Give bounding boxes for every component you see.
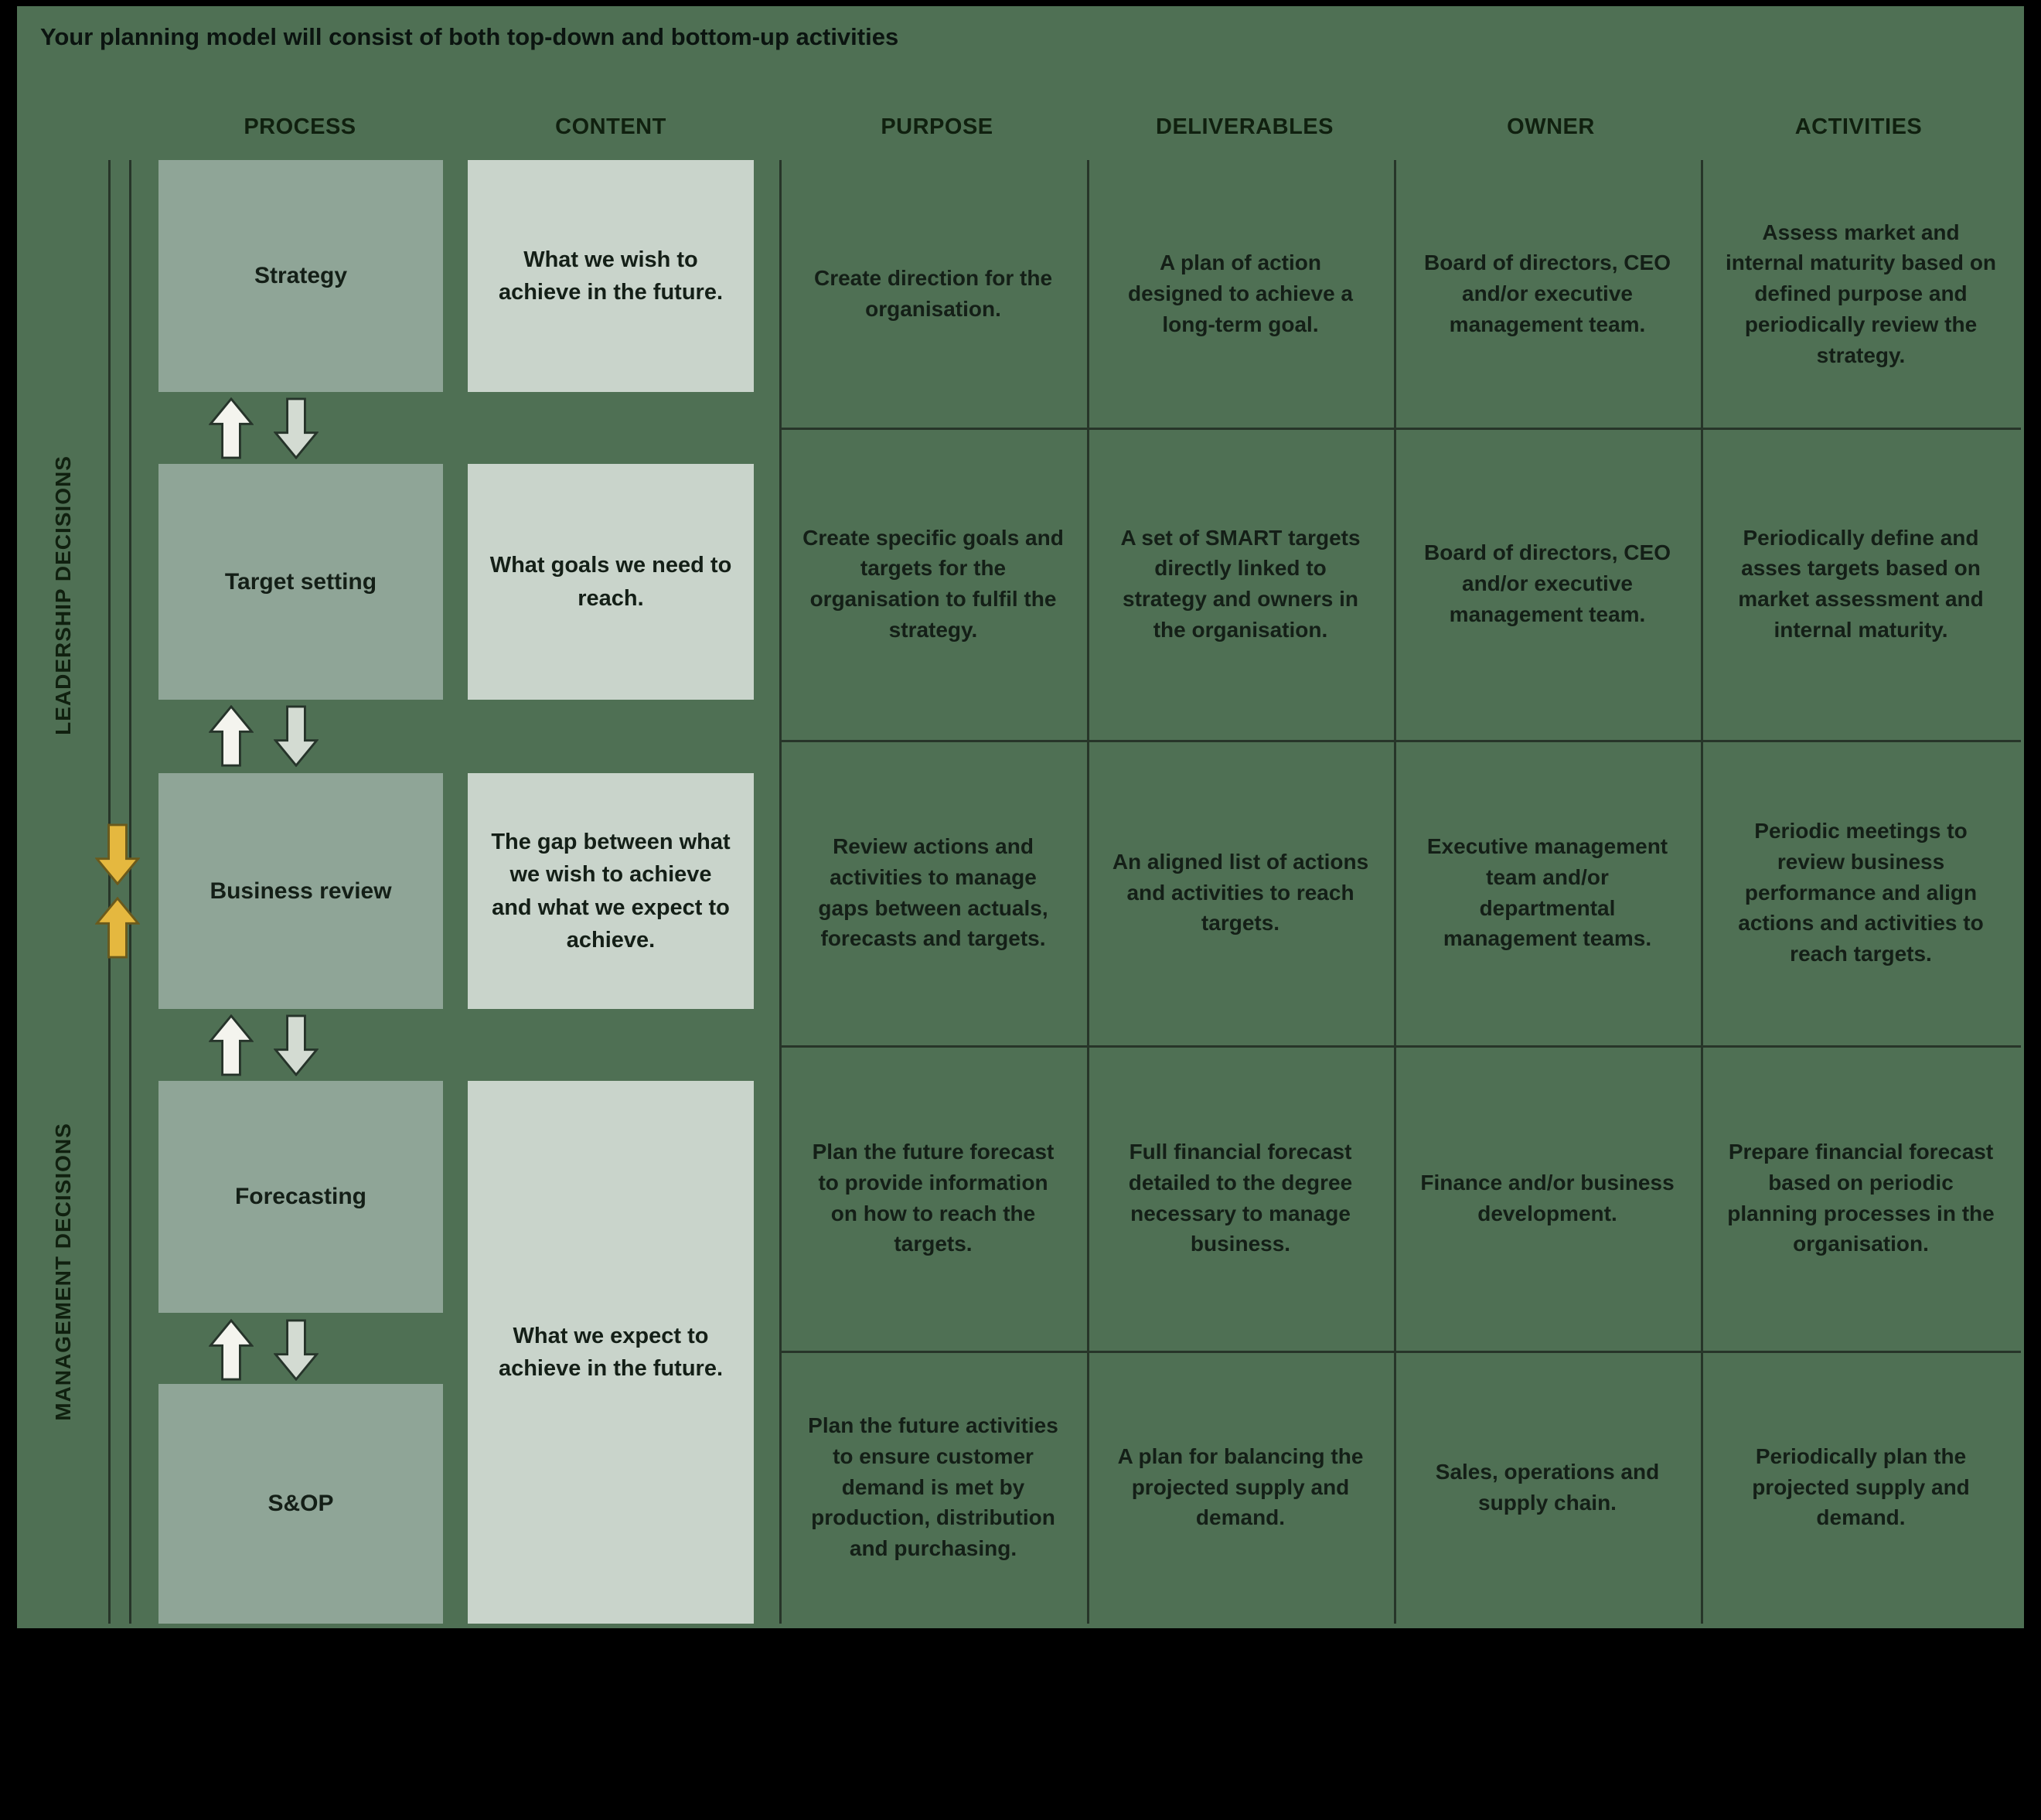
process-box-sandop: S&OP xyxy=(158,1384,443,1624)
process-box-target-setting: Target setting xyxy=(158,464,443,700)
up-arrow-icon xyxy=(209,705,254,767)
cell-text: Finance and/or business development. xyxy=(1420,1170,1675,1225)
arrow-pair-strategy-target xyxy=(209,397,319,459)
down-arrow-icon xyxy=(274,397,319,459)
table-vertical-line xyxy=(1394,160,1396,1624)
down-arrow-icon xyxy=(274,1319,319,1381)
cell-activities: Periodically plan the projected supply a… xyxy=(1701,1351,2021,1624)
up-arrow-icon xyxy=(209,1014,254,1076)
content-text: What we expect to achieve in the future. xyxy=(498,1323,724,1381)
flow-rail-line-right xyxy=(129,160,131,1624)
cell-text: Periodically plan the projected supply a… xyxy=(1752,1443,1970,1530)
content-box-target-setting: What goals we need to reach. xyxy=(468,464,754,700)
cell-purpose: Review actions and activities to manage … xyxy=(779,740,1087,1045)
cell-text: Board of directors, CEO and/or executive… xyxy=(1424,251,1671,336)
cell-text: Create specific goals and targets for th… xyxy=(802,525,1064,642)
cell-text: Full financial forecast detailed to the … xyxy=(1128,1140,1353,1256)
cell-text: Plan the future forecast to provide info… xyxy=(812,1140,1055,1256)
cell-activities: Assess market and internal maturity base… xyxy=(1701,160,2021,428)
cell-text: A set of SMART targets directly linked t… xyxy=(1120,525,1361,642)
content-text: What we wish to achieve in the future. xyxy=(498,247,724,305)
cell-deliverables: A plan of action designed to achieve a l… xyxy=(1087,160,1394,428)
cell-text: A plan of action designed to achieve a l… xyxy=(1128,251,1353,336)
column-header-process: PROCESS xyxy=(244,114,356,139)
cell-text: Periodically define and asses targets ba… xyxy=(1738,525,1984,642)
column-header-content: CONTENT xyxy=(555,114,666,139)
column-header-activities: ACTIVITIES xyxy=(1794,114,1923,139)
cell-owner: Sales, operations and supply chain. xyxy=(1394,1351,1701,1624)
content-box-shared-forecast-sandop: What we expect to achieve in the future. xyxy=(468,1081,754,1624)
cell-text: Assess market and internal maturity base… xyxy=(1725,220,1997,367)
table-vertical-line xyxy=(1701,160,1703,1624)
process-label: S&OP xyxy=(267,1491,334,1516)
cell-text: Create direction for the organisation. xyxy=(813,266,1053,321)
planning-model-panel: Your planning model will consist of both… xyxy=(17,6,2024,1628)
cell-deliverables: A plan for balancing the projected suppl… xyxy=(1087,1351,1394,1624)
cell-text: Periodic meetings to review business per… xyxy=(1738,819,1984,966)
down-arrow-icon xyxy=(274,705,319,767)
up-arrow-icon xyxy=(209,397,254,459)
process-box-business-review: Business review xyxy=(158,773,443,1009)
cell-text: Plan the future activities to ensure cus… xyxy=(808,1413,1058,1561)
arrow-pair-review-forecasting xyxy=(209,1014,319,1076)
column-header-owner: OWNER xyxy=(1507,114,1595,139)
management-decisions-label: MANAGEMENT DECISIONS xyxy=(51,1123,75,1421)
yellow-down-arrow-icon xyxy=(95,823,140,885)
content-text: The gap between what we wish to achieve … xyxy=(491,830,731,953)
process-label: Target setting xyxy=(224,568,377,595)
cell-text: An aligned list of actions and activitie… xyxy=(1112,849,1369,936)
down-arrow-icon xyxy=(274,1014,319,1076)
up-arrow-icon xyxy=(209,1319,254,1381)
cell-purpose: Create specific goals and targets for th… xyxy=(779,428,1087,740)
table-vertical-line xyxy=(1087,160,1089,1624)
cell-deliverables: An aligned list of actions and activitie… xyxy=(1087,740,1394,1045)
cell-purpose: Plan the future activities to ensure cus… xyxy=(779,1351,1087,1624)
cell-deliverables: Full financial forecast detailed to the … xyxy=(1087,1045,1394,1351)
column-header-purpose: PURPOSE xyxy=(881,114,993,139)
arrow-pair-target-review xyxy=(209,705,319,767)
cell-text: Sales, operations and supply chain. xyxy=(1435,1459,1660,1515)
cell-owner: Board of directors, CEO and/or executive… xyxy=(1394,160,1701,428)
process-label: Business review xyxy=(210,878,392,904)
cell-deliverables: A set of SMART targets directly linked t… xyxy=(1087,428,1394,740)
process-label: Strategy xyxy=(254,263,348,288)
content-text: What goals we need to reach. xyxy=(489,553,732,611)
process-label: Forecasting xyxy=(234,1184,367,1209)
cell-purpose: Plan the future forecast to provide info… xyxy=(779,1045,1087,1351)
content-box-business-review: The gap between what we wish to achieve … xyxy=(468,773,754,1009)
cell-purpose: Create direction for the organisation. xyxy=(779,160,1087,428)
table-horizontal-line xyxy=(779,1351,2021,1353)
leadership-decisions-label: LEADERSHIP DECISIONS xyxy=(51,455,75,735)
flow-rail-line-left xyxy=(108,160,111,1624)
process-box-strategy: Strategy xyxy=(158,160,443,392)
yellow-up-arrow-icon xyxy=(95,897,140,959)
process-box-forecasting: Forecasting xyxy=(158,1081,443,1313)
arrow-pair-forecasting-sandop xyxy=(209,1319,319,1381)
cell-activities: Periodically define and asses targets ba… xyxy=(1701,428,2021,740)
table-horizontal-line xyxy=(779,428,2021,430)
page-title: Your planning model will consist of both… xyxy=(40,23,899,50)
cell-text: A plan for balancing the projected suppl… xyxy=(1117,1443,1364,1530)
cell-text: Review actions and activities to manage … xyxy=(818,834,1048,951)
table-horizontal-line xyxy=(779,740,2021,742)
table-horizontal-line xyxy=(779,1045,2021,1048)
cell-owner: Board of directors, CEO and/or executive… xyxy=(1394,428,1701,740)
cell-owner: Finance and/or business development. xyxy=(1394,1045,1701,1351)
cell-owner: Executive management team and/or departm… xyxy=(1394,740,1701,1045)
content-box-strategy: What we wish to achieve in the future. xyxy=(468,160,754,392)
column-header-deliverables: DELIVERABLES xyxy=(1156,114,1334,139)
table-vertical-line xyxy=(779,160,782,1624)
cell-text: Prepare financial forecast based on peri… xyxy=(1727,1140,1995,1256)
cell-activities: Prepare financial forecast based on peri… xyxy=(1701,1045,2021,1351)
cell-text: Board of directors, CEO and/or executive… xyxy=(1424,540,1671,626)
cell-activities: Periodic meetings to review business per… xyxy=(1701,740,2021,1045)
cell-text: Executive management team and/or departm… xyxy=(1426,834,1668,951)
